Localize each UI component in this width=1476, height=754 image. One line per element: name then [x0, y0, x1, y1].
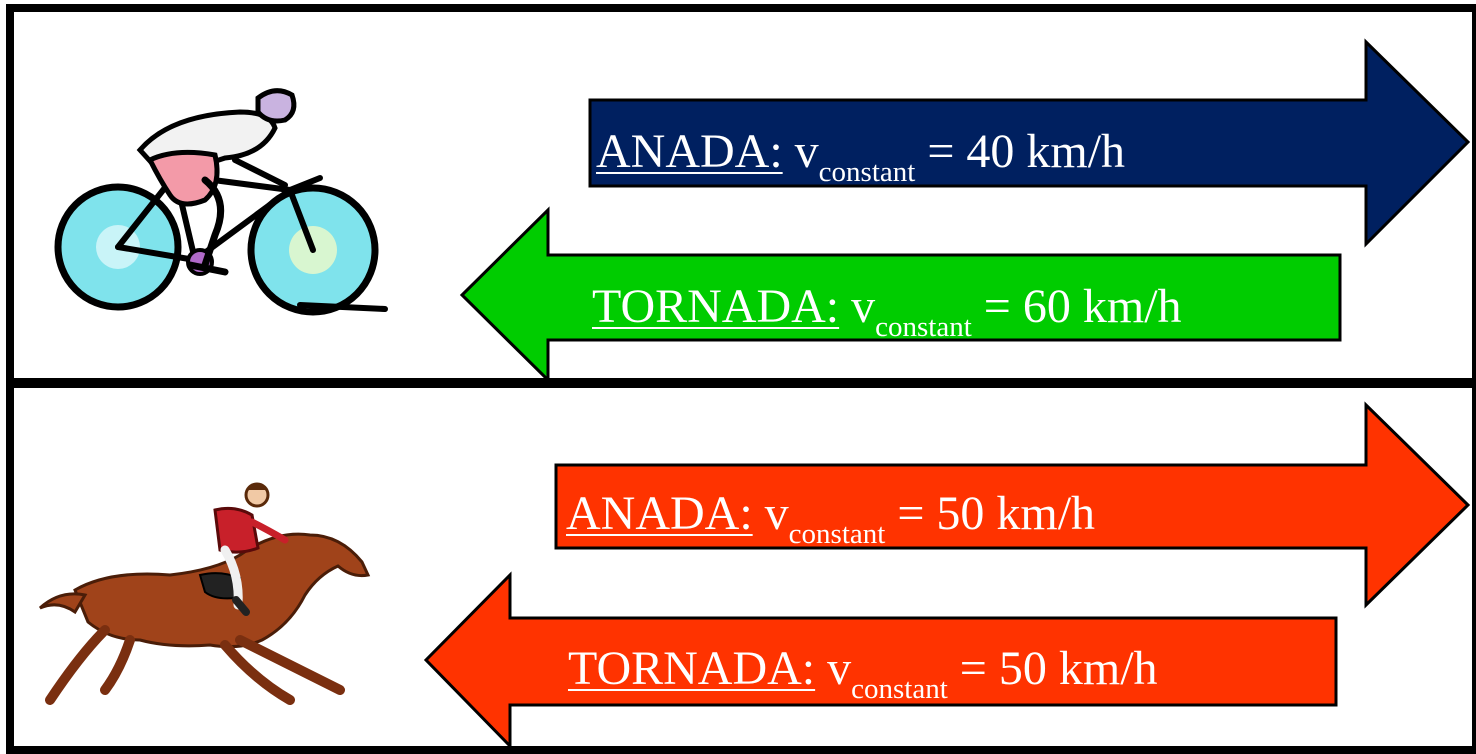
- velocity-symbol: v: [794, 125, 819, 178]
- velocity-symbol: v: [851, 280, 876, 333]
- velocity-subscript: constant: [788, 518, 886, 550]
- velocity-subscript: constant: [851, 673, 948, 705]
- velocity-value: = 60 km/h: [983, 280, 1182, 333]
- horse-rider-icon: [38, 482, 371, 705]
- cyclist-outbound-arrow: [588, 38, 1471, 248]
- velocity-symbol: v: [764, 487, 789, 540]
- cyclist-outbound-label: ANADA: vconstant = 40 km/h: [596, 125, 1126, 187]
- cyclist-icon: [54, 88, 388, 316]
- velocity-subscript: constant: [875, 311, 972, 343]
- return-keyword: TORNADA:: [592, 280, 840, 333]
- velocity-subscript: constant: [818, 156, 916, 188]
- cyclist-return-arrow: [459, 206, 1342, 384]
- velocity-value: = 40 km/h: [927, 125, 1126, 178]
- horse-outbound-label: ANADA: vconstant = 50 km/h: [566, 487, 1096, 549]
- cyclist-return-label: TORNADA: vconstant = 60 km/h: [592, 280, 1182, 342]
- velocity-value: = 50 km/h: [959, 642, 1158, 695]
- outbound-keyword: ANADA:: [596, 125, 783, 178]
- horse-return-arrow: [423, 571, 1338, 750]
- horse-return-label: TORNADA: vconstant = 50 km/h: [568, 642, 1158, 704]
- velocity-symbol: v: [827, 642, 852, 695]
- outbound-keyword: ANADA:: [566, 487, 753, 540]
- return-keyword: TORNADA:: [568, 642, 816, 695]
- velocity-value: = 50 km/h: [897, 487, 1096, 540]
- horse-outbound-arrow: [554, 401, 1471, 609]
